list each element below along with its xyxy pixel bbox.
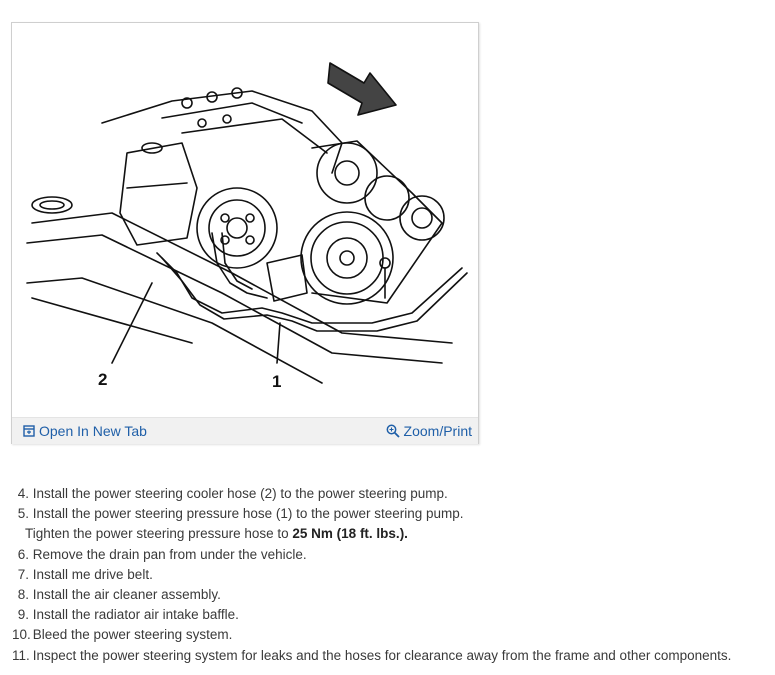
new-tab-icon: [23, 425, 35, 437]
step-item: 9. Install the radiator air intake baffl…: [17, 607, 239, 623]
step-item: 11. Inspect the power steering system fo…: [12, 647, 732, 663]
figure-card: 2 1 Open In New Tab Zoom/Print: [11, 22, 479, 444]
zoom-print-label: Zoom/Print: [403, 423, 472, 439]
open-in-new-tab-label: Open In New Tab: [39, 423, 147, 439]
step-item: 4. Install the power steering cooler hos…: [17, 486, 448, 501]
engine-diagram: 2 1: [26, 62, 468, 391]
callout-2: 2: [98, 370, 107, 389]
step-item: 7. Install me drive belt.: [17, 566, 153, 582]
step-item: 10. Bleed the power steering system.: [12, 627, 233, 643]
open-in-new-tab-link[interactable]: Open In New Tab: [23, 423, 147, 439]
callout-1: 1: [272, 372, 281, 391]
zoom-icon: [386, 424, 400, 438]
step-sub-instruction: Tighten the power steering pressure hose…: [25, 526, 408, 542]
step-item: 6. Remove the drain pan from under the v…: [17, 546, 307, 562]
zoom-print-link[interactable]: Zoom/Print: [386, 423, 472, 439]
step-item: 5. Install the power steering pressure h…: [17, 506, 464, 522]
step-item: 8. Install the air cleaner assembly.: [17, 587, 221, 603]
figure-toolbar: Open In New Tab Zoom/Print: [12, 417, 478, 444]
torque-spec: 25 Nm (18 ft. lbs.).: [292, 526, 408, 542]
forward-arrow: [327, 62, 397, 116]
procedure-steps: 4. Install the power steering cooler hos…: [12, 484, 731, 666]
